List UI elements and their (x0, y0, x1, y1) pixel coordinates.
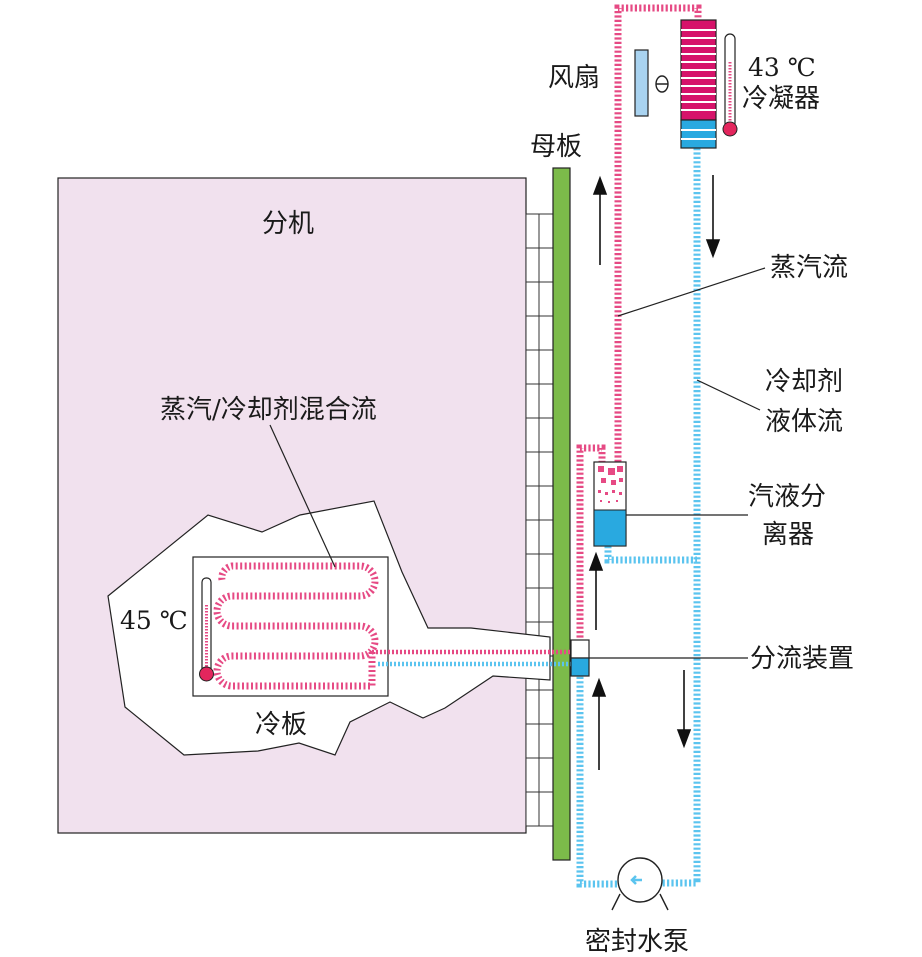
liquid-down-arrowhead-top (705, 239, 721, 259)
fan-hub-icon (655, 75, 669, 93)
condenser-fins (681, 29, 716, 111)
vapor-flow-label: 蒸汽流 (770, 253, 848, 283)
board-connector-slots (525, 213, 554, 827)
cold-plate-thermometer-stem (201, 577, 212, 674)
splitter-label: 分流装置 (750, 644, 854, 674)
coolant-liquid-label-line1: 冷却剂 (765, 367, 843, 397)
motherboard-label: 母板 (530, 132, 582, 162)
leader-mixed-flow (269, 424, 336, 568)
condenser-label: 冷凝器 (742, 84, 820, 114)
motherboard (552, 167, 571, 861)
pump-base (611, 893, 669, 911)
leader-vapor-flow (617, 267, 766, 317)
separator-liquid-drain (604, 546, 697, 564)
mixed-flow-label: 蒸汽/冷却剂混合流 (160, 395, 377, 425)
coolant-liquid-label-line2: 液体流 (765, 407, 843, 437)
vapor-riser-pipe (614, 4, 702, 462)
condenser-temperature-label: 43 ℃ (748, 53, 816, 82)
cold-plate-thermometer-bulb (199, 666, 214, 682)
subunit-label: 分机 (262, 209, 314, 239)
cold-plate-label: 冷板 (255, 710, 307, 740)
splitter-up-arrowhead (588, 551, 604, 571)
return-down-arrowhead (676, 729, 692, 749)
fan-label: 风扇 (548, 63, 600, 93)
splitter-vapor-pipe (576, 444, 606, 642)
pump-up-arrowhead (591, 677, 607, 697)
pump-to-splitter-pipe (576, 676, 701, 888)
flow-splitter-bottom (570, 657, 590, 677)
pump-label: 密封水泵 (585, 927, 689, 957)
cold-plate-serpentine-tube (213, 562, 379, 690)
cold-plate-temperature-label: 45 ℃ (120, 606, 188, 635)
condenser-liquid-section (680, 119, 717, 149)
fan-blade (634, 49, 649, 117)
condenser-thermometer-bulb (722, 121, 738, 137)
separator-label-line2: 离器 (762, 520, 814, 550)
separator-label-line1: 汽液分 (748, 482, 826, 512)
separator-liquid-level (593, 509, 627, 547)
separator-vapor-bubbles (598, 466, 623, 503)
vapor-up-arrowhead (592, 175, 608, 195)
flow-splitter-top (570, 639, 590, 659)
leader-coolant-liquid (696, 379, 761, 411)
pump-impeller-arrow (630, 875, 642, 885)
